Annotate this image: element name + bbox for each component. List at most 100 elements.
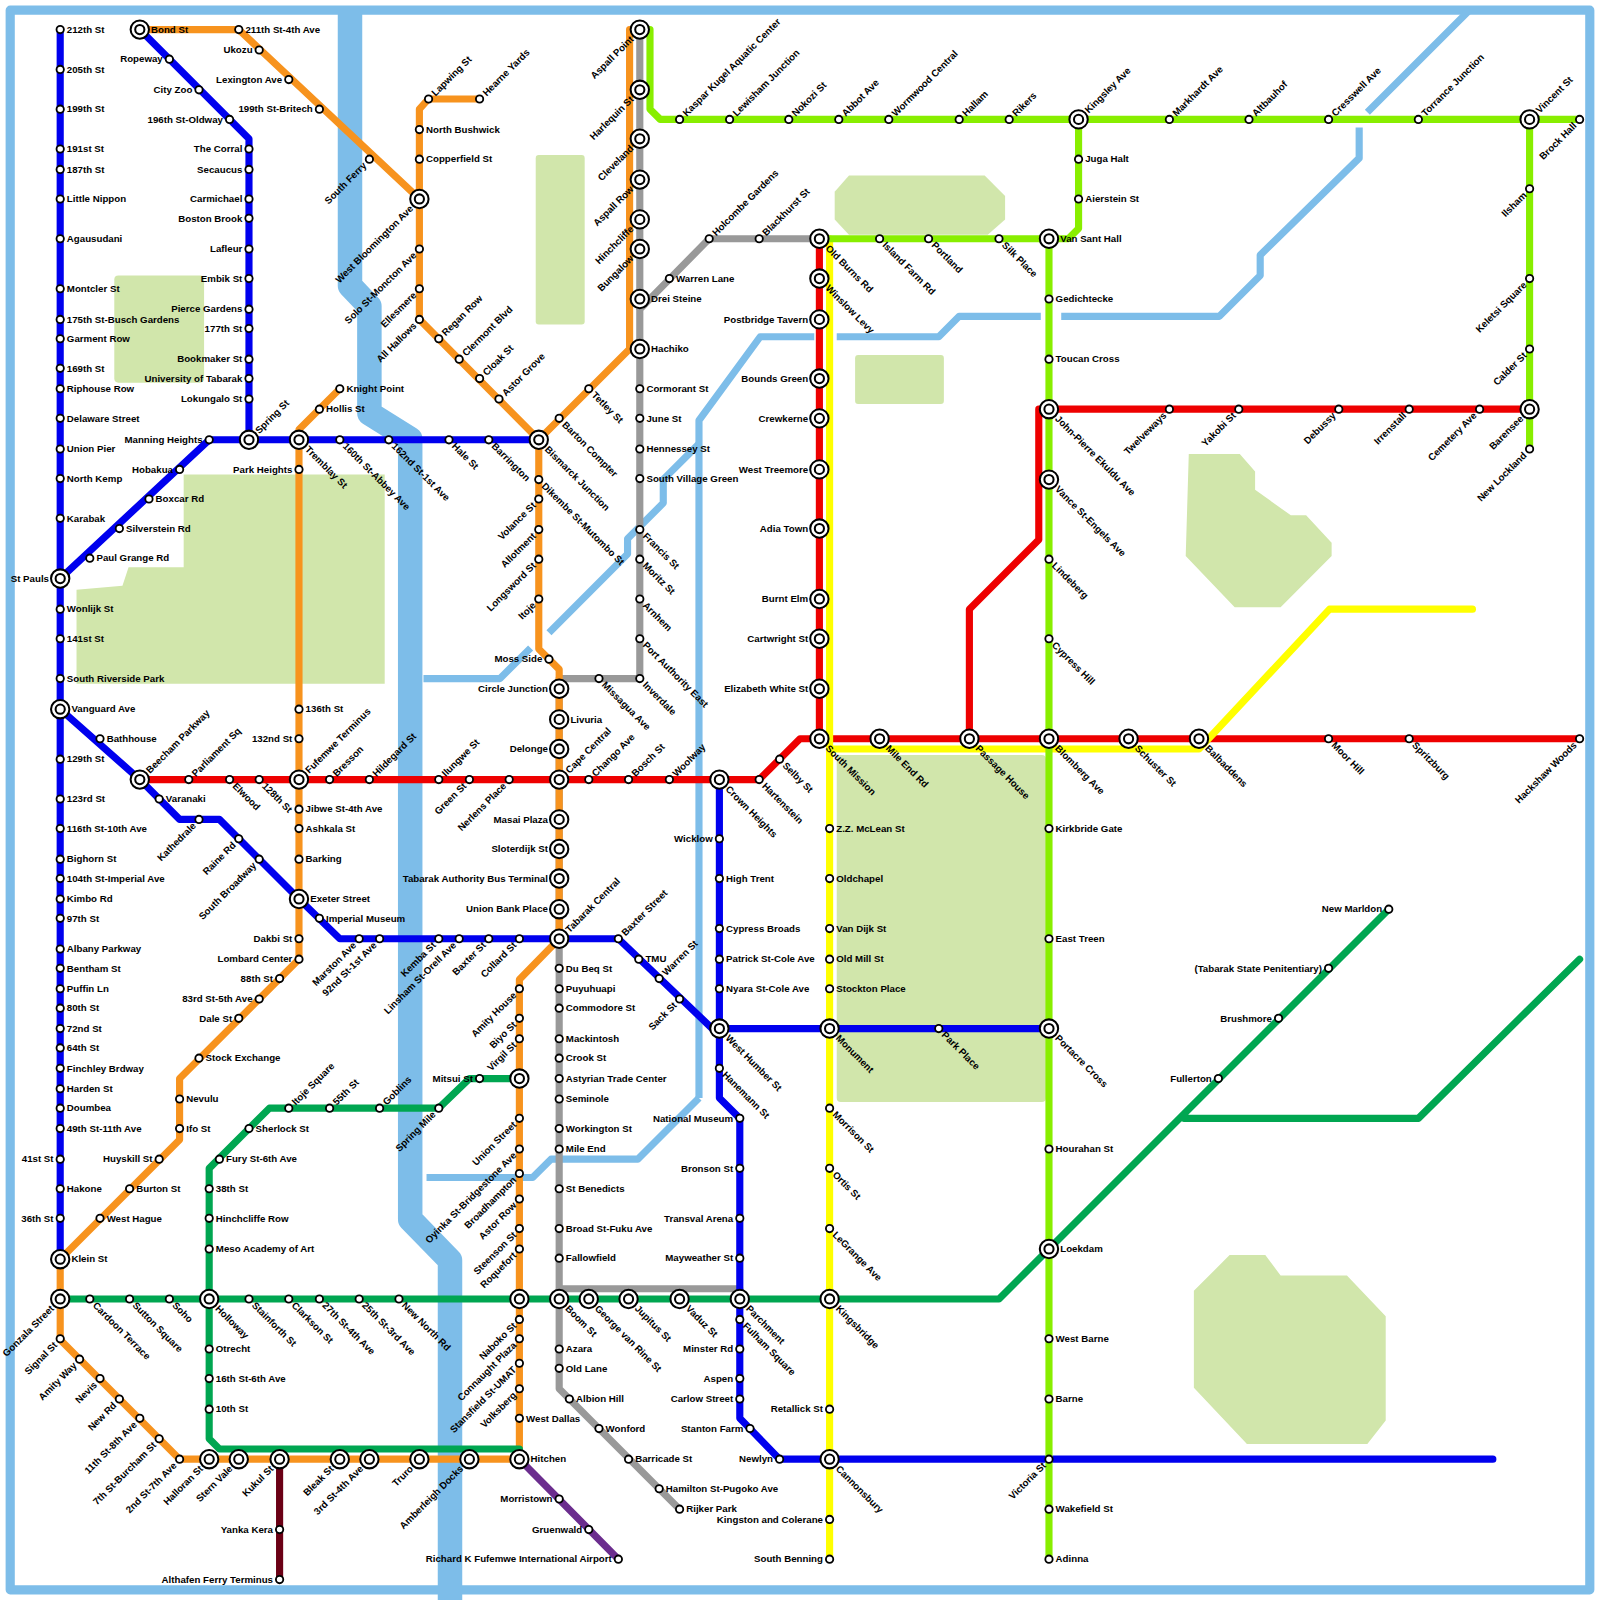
station-core xyxy=(135,775,144,784)
station-ring xyxy=(1526,445,1533,452)
station-ring xyxy=(566,1395,573,1402)
station-ring xyxy=(1045,1506,1052,1513)
station-ring xyxy=(826,925,833,932)
station-ring xyxy=(276,975,283,982)
station-core xyxy=(365,1455,374,1464)
station-name: Cleveland xyxy=(596,143,635,182)
station-dot xyxy=(670,1290,688,1308)
station-dot xyxy=(235,26,242,33)
station-name: 55th St xyxy=(331,1077,361,1107)
station-dot xyxy=(206,1245,213,1252)
station-ring xyxy=(416,285,423,292)
station-ring xyxy=(670,1290,688,1308)
station-name: Monument xyxy=(834,1033,876,1075)
station-name: Wonford xyxy=(606,1424,646,1434)
station-dot xyxy=(736,1316,743,1323)
station-ring xyxy=(96,735,103,742)
station-ring xyxy=(615,935,622,942)
station-name: Delonge xyxy=(510,744,548,754)
station-ring xyxy=(57,66,64,73)
station-dot xyxy=(556,1254,563,1261)
station-name: East Treen xyxy=(1056,934,1105,944)
station-dot xyxy=(57,1335,64,1342)
station-ring xyxy=(516,1360,523,1367)
station-core xyxy=(825,1455,834,1464)
station-name: Burnt Elm xyxy=(762,594,808,604)
station-ring xyxy=(57,1004,64,1011)
station-ring xyxy=(826,1556,833,1563)
station-dot xyxy=(631,20,649,38)
station-name: Jibwe St-4th Ave xyxy=(306,804,383,814)
station-ring xyxy=(51,569,69,587)
station-dot xyxy=(820,1450,838,1468)
station-dot xyxy=(1325,116,1332,123)
station-name: Ashkala St xyxy=(306,824,356,834)
station-ring xyxy=(556,985,563,992)
station-dot xyxy=(57,195,64,202)
station-dot xyxy=(545,656,552,663)
station-name: Spritzburg xyxy=(1410,740,1451,781)
station-dot xyxy=(636,556,643,563)
station-dot xyxy=(316,406,323,413)
station-ring xyxy=(1275,1015,1282,1022)
station-dot xyxy=(580,1290,598,1308)
station-dot xyxy=(295,706,302,713)
station-name: John-Pierre Ekuldu Ave xyxy=(1053,414,1137,498)
station-name: Little Nippon xyxy=(67,194,126,204)
station-ring xyxy=(1040,230,1058,248)
station-ring xyxy=(516,935,523,942)
station-name: Lafleur xyxy=(210,244,242,254)
station-core xyxy=(465,1455,474,1464)
station-dot xyxy=(676,1506,683,1513)
station-name: 36th St xyxy=(21,1214,53,1224)
station-ring xyxy=(145,495,152,502)
station-ring xyxy=(716,925,723,932)
station-dot xyxy=(256,995,263,1002)
station-dot xyxy=(206,1215,213,1222)
station-dot xyxy=(245,375,252,382)
station-dot xyxy=(516,985,523,992)
station-core xyxy=(635,134,644,143)
station-name: Kimbo Rd xyxy=(67,894,113,904)
station-dot xyxy=(785,116,792,123)
station-name: Hollis St xyxy=(326,404,365,414)
station-dot xyxy=(200,1290,218,1308)
station-dot xyxy=(1040,1240,1058,1258)
station-dot xyxy=(1476,406,1483,413)
station-name: Truro xyxy=(391,1464,415,1488)
station-name: TMU xyxy=(645,954,666,964)
station-ring xyxy=(131,20,149,38)
station-core xyxy=(815,274,824,283)
station-dot xyxy=(216,1156,223,1163)
station-ring xyxy=(230,1450,248,1468)
station-ring xyxy=(295,466,302,473)
station-dot xyxy=(57,1156,64,1163)
station-core xyxy=(635,244,644,253)
station-ring xyxy=(516,1115,523,1122)
ferry-route xyxy=(276,1459,283,1579)
station-dot xyxy=(57,415,64,422)
station-ring xyxy=(206,1375,213,1382)
station-ring xyxy=(556,1495,563,1502)
station-ring xyxy=(1045,635,1052,642)
station-dot xyxy=(57,385,64,392)
station-dot xyxy=(57,856,64,863)
station-ring xyxy=(736,1165,743,1172)
station-dot xyxy=(206,1185,213,1192)
station-dot xyxy=(706,235,713,242)
station-dot xyxy=(476,95,483,102)
station-dot xyxy=(710,1019,728,1037)
station-dot xyxy=(445,436,452,443)
station-dot xyxy=(295,806,302,813)
station-ring xyxy=(245,215,252,222)
station-dot xyxy=(1325,965,1332,972)
station-dot xyxy=(516,1015,523,1022)
station-dot xyxy=(195,816,202,823)
station-name: Morrison St xyxy=(831,1109,876,1154)
station-name: South Ferry xyxy=(323,160,368,205)
station-dot xyxy=(485,436,492,443)
station-name: Kathedrale xyxy=(155,821,197,863)
station-name: Montcler St xyxy=(67,284,120,294)
station-name: St Benedicts xyxy=(566,1184,625,1194)
station-core xyxy=(675,1294,684,1303)
